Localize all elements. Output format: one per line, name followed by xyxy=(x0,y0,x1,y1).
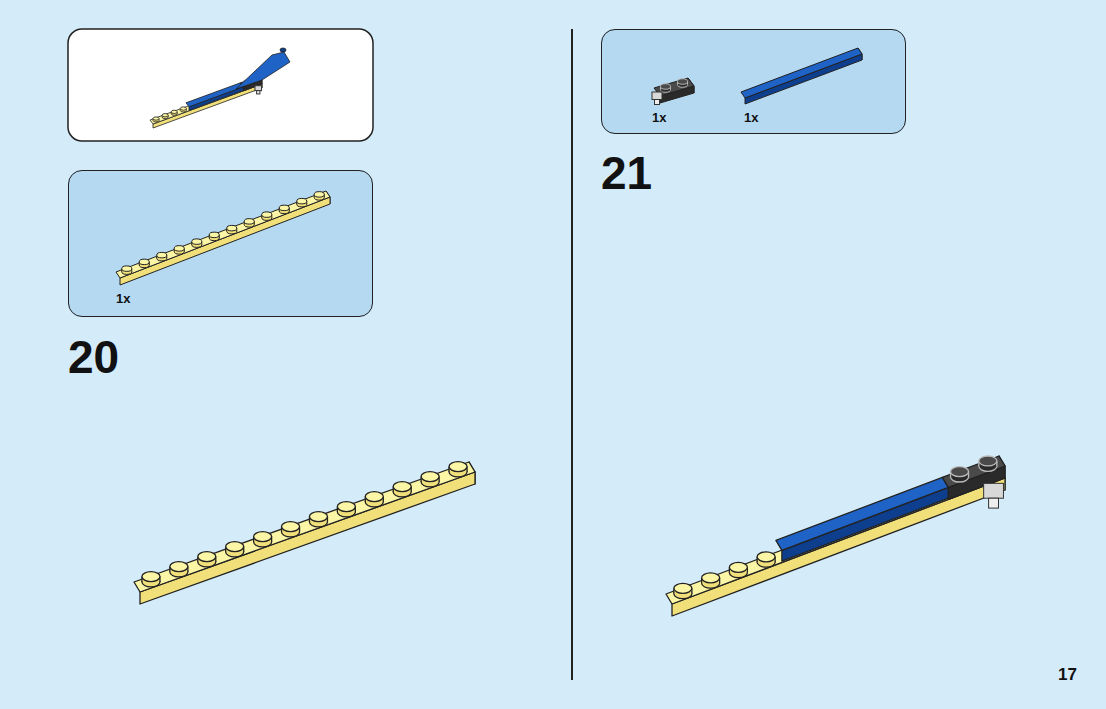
plate-front-face xyxy=(153,84,262,128)
plate-front-face xyxy=(140,472,475,604)
stud-top xyxy=(279,205,289,211)
stud-top xyxy=(309,512,327,522)
stud-top xyxy=(365,492,383,502)
stud-top xyxy=(227,225,237,231)
stud-top xyxy=(314,192,324,198)
blue-tile xyxy=(741,48,862,104)
parts-panel: 1x xyxy=(68,170,373,317)
quantity-label: 1x xyxy=(116,292,130,305)
plate-top-face xyxy=(741,48,862,98)
stud-top xyxy=(171,110,177,113)
stud-top xyxy=(393,482,411,492)
parts-panel-fill xyxy=(601,29,906,134)
clip-piece xyxy=(984,483,1004,498)
plate-front-face xyxy=(120,197,330,285)
stud-top xyxy=(678,79,688,85)
stud-top xyxy=(244,219,254,225)
plate-front-face xyxy=(745,54,862,104)
stud-top xyxy=(979,456,997,466)
black-clip-plate xyxy=(942,456,1005,499)
clip-piece xyxy=(255,86,262,91)
step-number: 20 xyxy=(68,334,119,380)
blue-tile xyxy=(186,83,244,111)
stud-top xyxy=(757,552,775,562)
stud-top xyxy=(674,583,692,593)
plate-top-face xyxy=(134,462,475,592)
stud-top xyxy=(157,252,167,258)
plate-front-face xyxy=(672,478,1005,616)
stud-top xyxy=(226,542,244,552)
stud-top xyxy=(180,107,186,110)
stud-top xyxy=(170,562,188,572)
plate-top-face xyxy=(116,191,330,278)
plate-top-face xyxy=(776,477,949,550)
step-number: 21 xyxy=(601,150,652,196)
stud-top xyxy=(209,232,219,238)
stud-top xyxy=(198,552,216,562)
overview-panel xyxy=(68,29,373,141)
stud-top xyxy=(421,472,439,482)
clip-piece xyxy=(257,91,260,94)
stud-top xyxy=(174,246,184,252)
stud-top xyxy=(282,522,300,532)
stud-top xyxy=(153,117,159,120)
quantity-label: 1x xyxy=(652,111,666,124)
blue-tile xyxy=(776,477,949,561)
stud-top xyxy=(262,212,272,218)
plate-front-face xyxy=(782,487,949,561)
plate-top-face xyxy=(942,456,1005,487)
stud-top xyxy=(162,114,168,117)
stud-top xyxy=(951,467,969,477)
stud-top xyxy=(702,573,720,583)
stud-top xyxy=(297,198,307,204)
clip-piece xyxy=(655,100,660,105)
stud-top xyxy=(661,84,671,90)
page-number: 17 xyxy=(1058,666,1077,683)
parts-panel: 1x 1x xyxy=(601,29,906,134)
page-divider xyxy=(571,29,573,680)
stud-top xyxy=(192,239,202,245)
stud-top xyxy=(337,502,355,512)
lego-plate xyxy=(134,462,475,604)
stud-top xyxy=(142,572,160,582)
parts-panel-fill xyxy=(68,170,373,317)
clip-piece xyxy=(652,92,662,100)
lego-plate xyxy=(116,191,330,285)
blue-slope xyxy=(236,52,290,89)
stud-top xyxy=(449,462,467,472)
stud-top xyxy=(254,532,272,542)
lego-plate xyxy=(150,80,262,128)
stud-top xyxy=(122,266,132,272)
stud-top xyxy=(139,259,149,265)
plate-top-face xyxy=(186,83,244,107)
clip-piece xyxy=(989,498,999,508)
plate-top-face xyxy=(150,80,262,124)
stud-top xyxy=(280,48,286,52)
stud-top xyxy=(729,562,747,572)
quantity-label: 1x xyxy=(744,111,758,124)
